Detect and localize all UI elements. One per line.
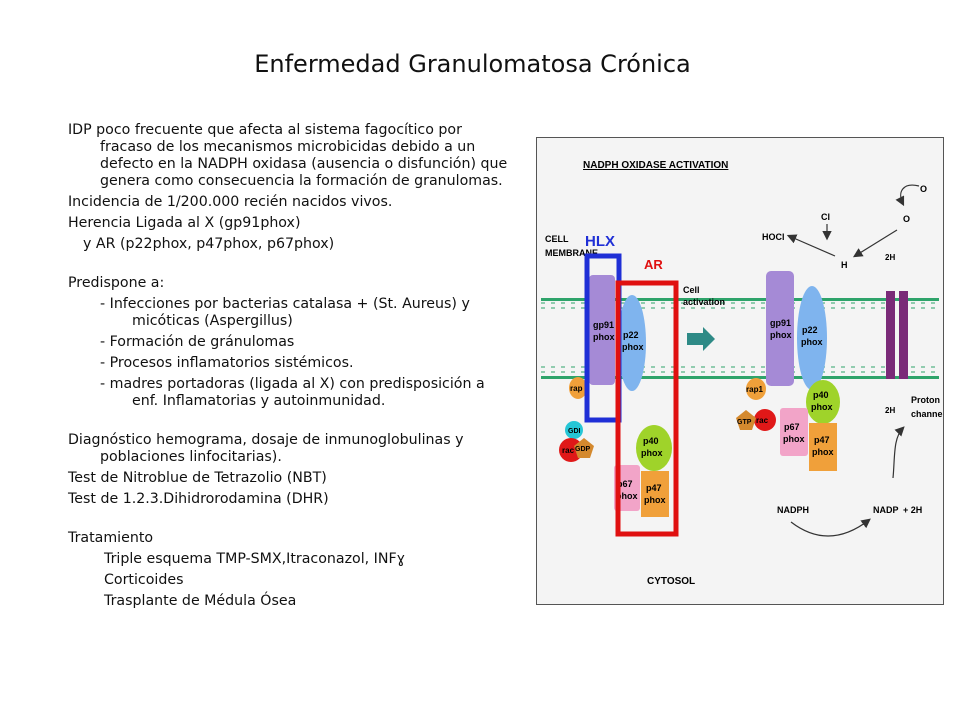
test-dhr-text: Test de 1.2.3.Dihidrorodamina (DHR) (68, 491, 329, 507)
p40phox-shape (806, 380, 840, 424)
p47phox-shape (809, 423, 837, 471)
incidence-text: Incidencia de 1/200.000 recién nacidos v… (68, 194, 393, 210)
nadp-label: NADP (873, 505, 899, 515)
hlx-label: HLX (585, 233, 615, 250)
predisposes-item: - Infecciones por bacterias catalasa + (… (100, 296, 470, 329)
rac-label: rac (562, 446, 575, 455)
gp91phox-shape (766, 271, 794, 386)
gdp-shape (574, 438, 594, 458)
page-title: Enfermedad Granulomatosa Crónica (254, 50, 691, 78)
rap-label: rap (570, 384, 583, 393)
rac-label: rac (756, 416, 769, 425)
nadp-rest-label: + 2H (903, 505, 922, 515)
cell-label: CELL (545, 234, 569, 244)
rap1-shape (746, 378, 766, 400)
cl-label: Cl (821, 212, 830, 222)
predisposes-item: - madres portadoras (ligada al X) con pr… (100, 376, 485, 409)
phox-label: phox (644, 495, 666, 505)
o2-minus-label: O (903, 214, 910, 224)
gdp-label: GDP (575, 446, 591, 453)
treatment-heading: Tratamiento (68, 530, 154, 546)
inheritance-text: Herencia Ligada al X (gp91phox) (68, 215, 301, 231)
gtp-label: GTP (737, 419, 752, 426)
phox-label: phox (812, 447, 834, 457)
p67-label: p67 (617, 479, 633, 489)
o2-label: O (920, 184, 927, 194)
phox-label: phox (622, 342, 644, 352)
gdi-label: GDI (568, 428, 581, 435)
p67phox-shape (780, 408, 808, 456)
p47-label: p47 (814, 435, 830, 445)
treatment-item: Trasplante de Médula Ósea (104, 593, 297, 609)
two-h-label: 2H (885, 253, 895, 262)
nadph-oxidase-diagram: NADPH OXIDASE ACTIVATION CELL MEMBRANE g… (536, 137, 944, 605)
p22phox-shape (797, 286, 827, 390)
phox-label: phox (616, 491, 638, 501)
p40phox-shape (636, 425, 672, 471)
body-text: IDP poco frecuente que afecta al sistema… (68, 122, 508, 610)
cytosol-label: CYTOSOL (647, 576, 695, 587)
membrane-band (541, 298, 939, 379)
predisposes-item: - Procesos inflamatorios sistémicos. (100, 355, 354, 371)
p40-label: p40 (813, 390, 829, 400)
activation-arrow (687, 327, 715, 351)
gp91phox-shape (589, 275, 615, 385)
two-h-label: 2H (885, 406, 895, 415)
figure-heading: NADPH OXIDASE ACTIVATION (583, 160, 728, 171)
p47-label: p47 (646, 483, 662, 493)
gp91-label: gp91 (770, 318, 791, 328)
treatment-item: Triple esquema TMP-SMX,Itraconazol, INFɣ (104, 551, 406, 567)
membrane-label: MEMBRANE (545, 248, 598, 258)
gp91-label: gp91 (593, 320, 614, 330)
p22phox-shape (618, 295, 646, 391)
p67-label: p67 (784, 422, 800, 432)
ar-label: AR (644, 257, 663, 272)
diagnosis-text: Diagnóstico hemograma, dosaje de inmunog… (68, 432, 464, 465)
phox-label: phox (593, 332, 615, 342)
rac-shape (754, 409, 776, 431)
hocl-label: HOCl (762, 232, 785, 242)
phox-label: phox (770, 330, 792, 340)
p47phox-shape (641, 471, 669, 517)
proton-label: channel (911, 409, 943, 419)
phox-label: phox (641, 448, 663, 458)
treatment-item: Corticoides (104, 572, 184, 588)
phox-label: phox (783, 434, 805, 444)
nadph-label: NADPH (777, 505, 809, 515)
predisposes-item: - Formación de gránulomas (100, 334, 295, 350)
proton-channel-shape (899, 291, 908, 379)
gdi-shape (565, 421, 583, 439)
proton-channel-shape (886, 291, 895, 379)
phox-label: phox (811, 402, 833, 412)
cell-activation-label: Cell (683, 285, 700, 295)
p22-label: p22 (623, 330, 639, 340)
ar-box (615, 280, 679, 537)
definition-text: IDP poco frecuente que afecta al sistema… (68, 122, 508, 189)
rap-shape (569, 377, 587, 399)
p22-label: p22 (802, 325, 818, 335)
test-nbt-text: Test de Nitroblue de Tetrazolio (NBT) (68, 470, 327, 486)
gtp-shape (736, 410, 756, 430)
inheritance-ar-text: y AR (p22phox, p47phox, p67phox) (83, 236, 335, 252)
proton-label: Proton (911, 395, 940, 405)
h2o2-label: H (841, 260, 848, 270)
p40-label: p40 (643, 436, 659, 446)
rap1-label: rap1 (746, 385, 763, 394)
phox-label: phox (801, 337, 823, 347)
cell-activation-label: activation (683, 297, 725, 307)
predisposes-heading: Predispone a: (68, 275, 165, 291)
